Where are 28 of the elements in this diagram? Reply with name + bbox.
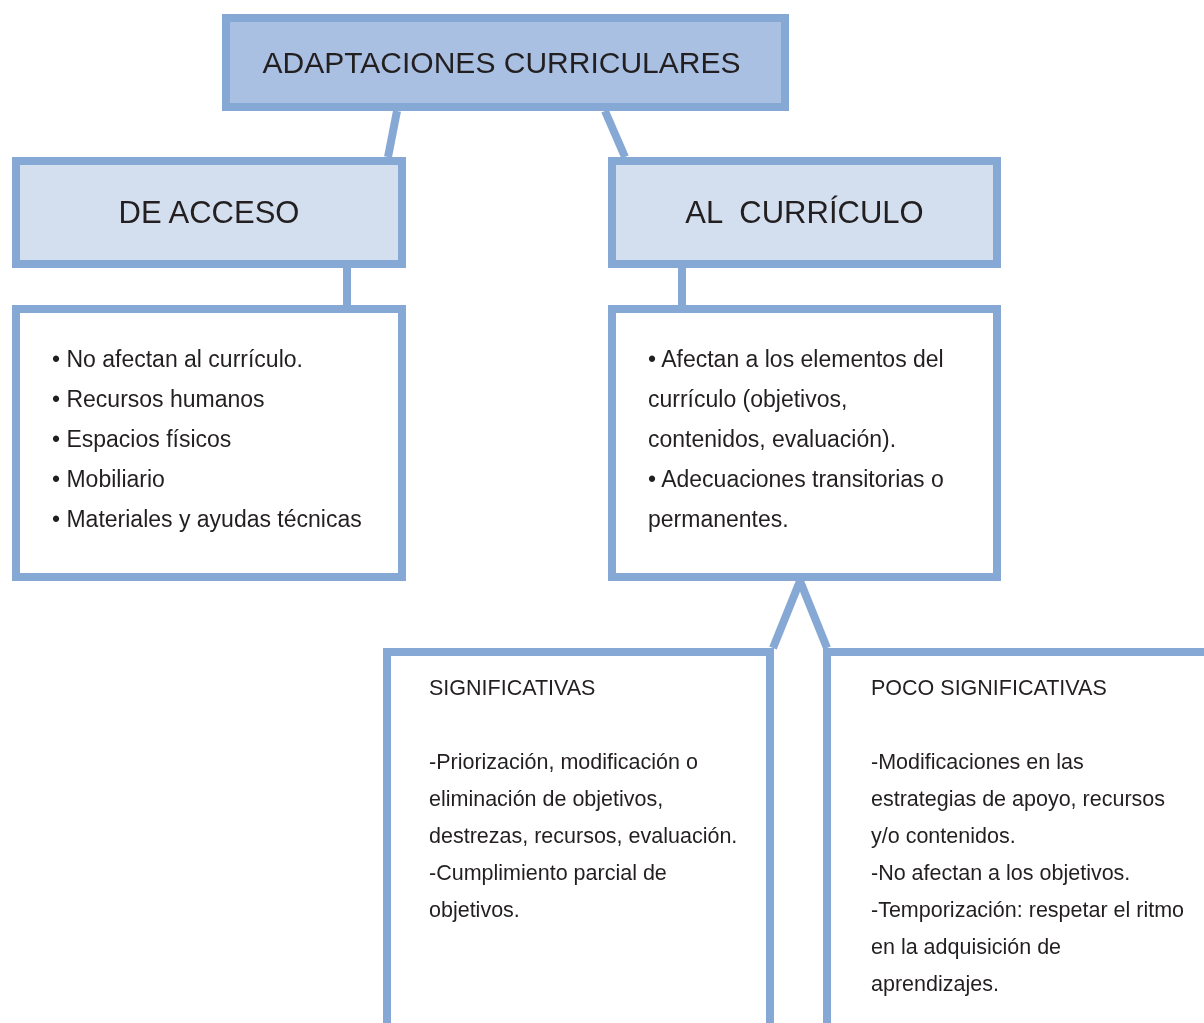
category-box [12,157,406,268]
connector-line [601,109,629,159]
bullet-text: • Espacios físicos [52,425,233,454]
connector-line [384,110,401,158]
title-box [222,14,789,111]
description-text: -Cumplimiento parcial de objetivos. [429,860,668,924]
bullet-text: • No afectan al currículo. [52,345,304,374]
description-text: -Priorización, modificación o eliminación de objetivos, destrezas, recursos, evaluación. [429,749,739,850]
description-box [823,648,1204,1023]
description-text: -No afectan a los objetivos. [871,860,1132,887]
description-box [12,305,406,581]
connector-line [343,268,351,305]
category-box [608,157,1001,268]
description-box [383,648,774,1023]
heading-text: DE ACCESO [118,194,300,231]
section-heading: POCO SIGNIFICATIVAS [871,675,1108,702]
heading-text: AL CURRÍCULO [685,194,924,231]
bullet-text: • Adecuaciones transitorias o permanentes. [648,465,945,534]
description-box [608,305,1001,581]
bullet-text: • Mobiliario [52,465,166,494]
bullet-text: • Afectan a los elementos del currículo (objetivos, contenidos, evaluación). [648,345,945,454]
bullet-text: • Recursos humanos [52,385,266,414]
section-heading: SIGNIFICATIVAS [429,675,597,702]
connector-line [678,268,686,305]
bullet-text: • Materiales y ayudas técnicas [52,505,363,534]
heading-text: ADAPTACIONES CURRICULARES [262,45,741,80]
description-text: -Temporización: respetar el ritmo en la adquisición de aprendizajes. [871,897,1186,998]
description-text: -Modificaciones en las estrategias de apoyo, recursos y/o contenidos. [871,749,1166,850]
